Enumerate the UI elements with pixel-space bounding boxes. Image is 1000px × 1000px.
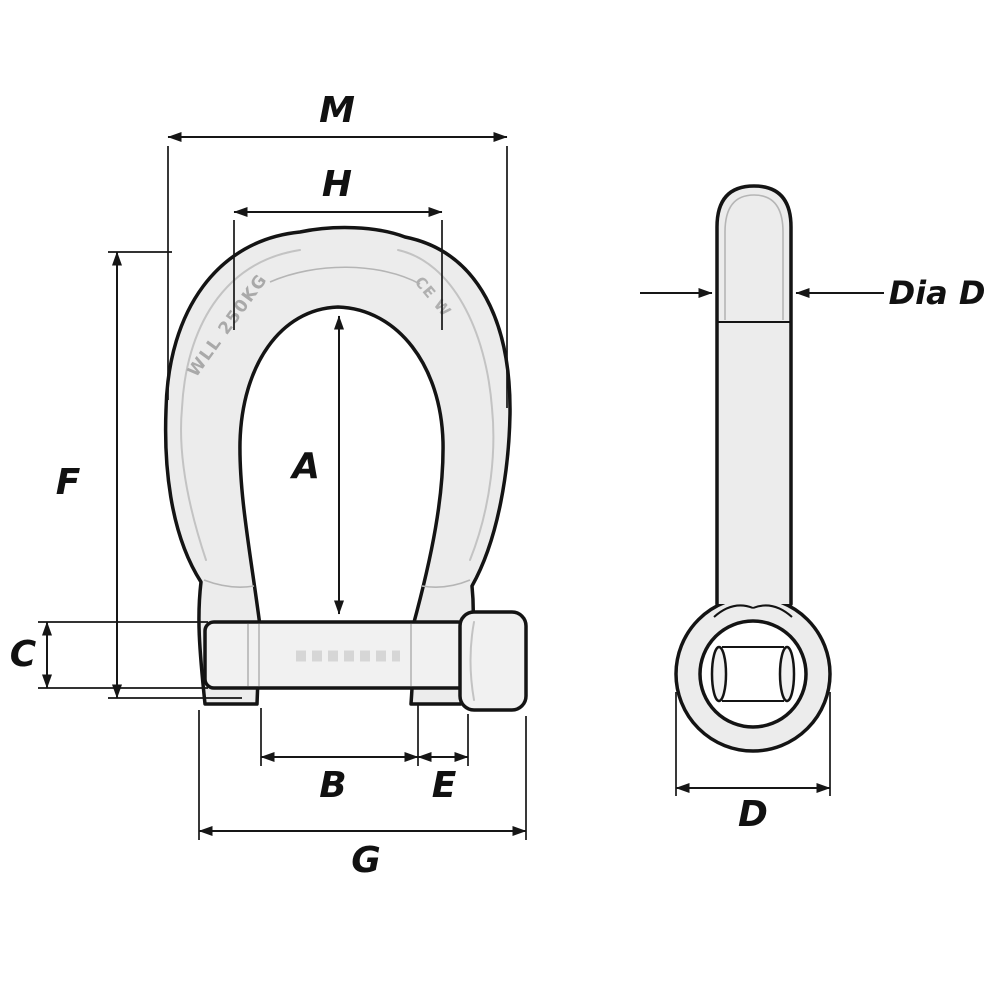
eye-pin-end-right: [778, 645, 796, 703]
lug-shoulder-left: [203, 579, 255, 588]
dim-label-dia-d: Dia D: [889, 274, 986, 312]
dim-g: G: [198, 710, 527, 881]
eye-pin-end-left: [710, 645, 728, 703]
dim-label-e: E: [432, 765, 457, 806]
shaft-inner-contour: [724, 194, 784, 320]
dim-label-d: D: [738, 794, 768, 835]
dim-label-g: G: [351, 840, 381, 881]
dim-h: H: [233, 164, 443, 330]
eye-throat-curl-left: [713, 604, 754, 618]
pin-head: [458, 610, 528, 712]
dim-c: C: [10, 621, 208, 689]
dim-dia-d: Dia D: [640, 274, 985, 312]
front-view-dimensions: M H A F C: [10, 90, 527, 881]
dim-d: D: [675, 692, 831, 835]
dim-label-m: M: [319, 90, 355, 131]
pin-head-contour: [469, 621, 475, 701]
dim-label-b: B: [319, 765, 346, 806]
dim-e: E: [417, 714, 469, 806]
dim-m: M: [167, 90, 508, 408]
dim-f: F: [56, 251, 242, 699]
side-view: [674, 184, 832, 753]
shaft: [715, 184, 793, 606]
dim-b: B: [260, 704, 419, 806]
bow-contour-top: [269, 266, 421, 285]
dim-label-a: A: [289, 446, 320, 487]
front-view: WLL 250KG CE W: [163, 225, 528, 712]
dim-a: A: [289, 315, 344, 615]
lug-shoulder-right: [421, 579, 471, 588]
dim-label-f: F: [56, 462, 81, 503]
bow-contour-left: [180, 249, 301, 561]
bow-contour-right: [397, 249, 495, 561]
eye-throat-curl-right: [752, 604, 793, 618]
side-view-dimensions: Dia D D: [640, 274, 985, 835]
dim-label-c: C: [10, 634, 37, 675]
dim-label-h: H: [322, 164, 352, 205]
